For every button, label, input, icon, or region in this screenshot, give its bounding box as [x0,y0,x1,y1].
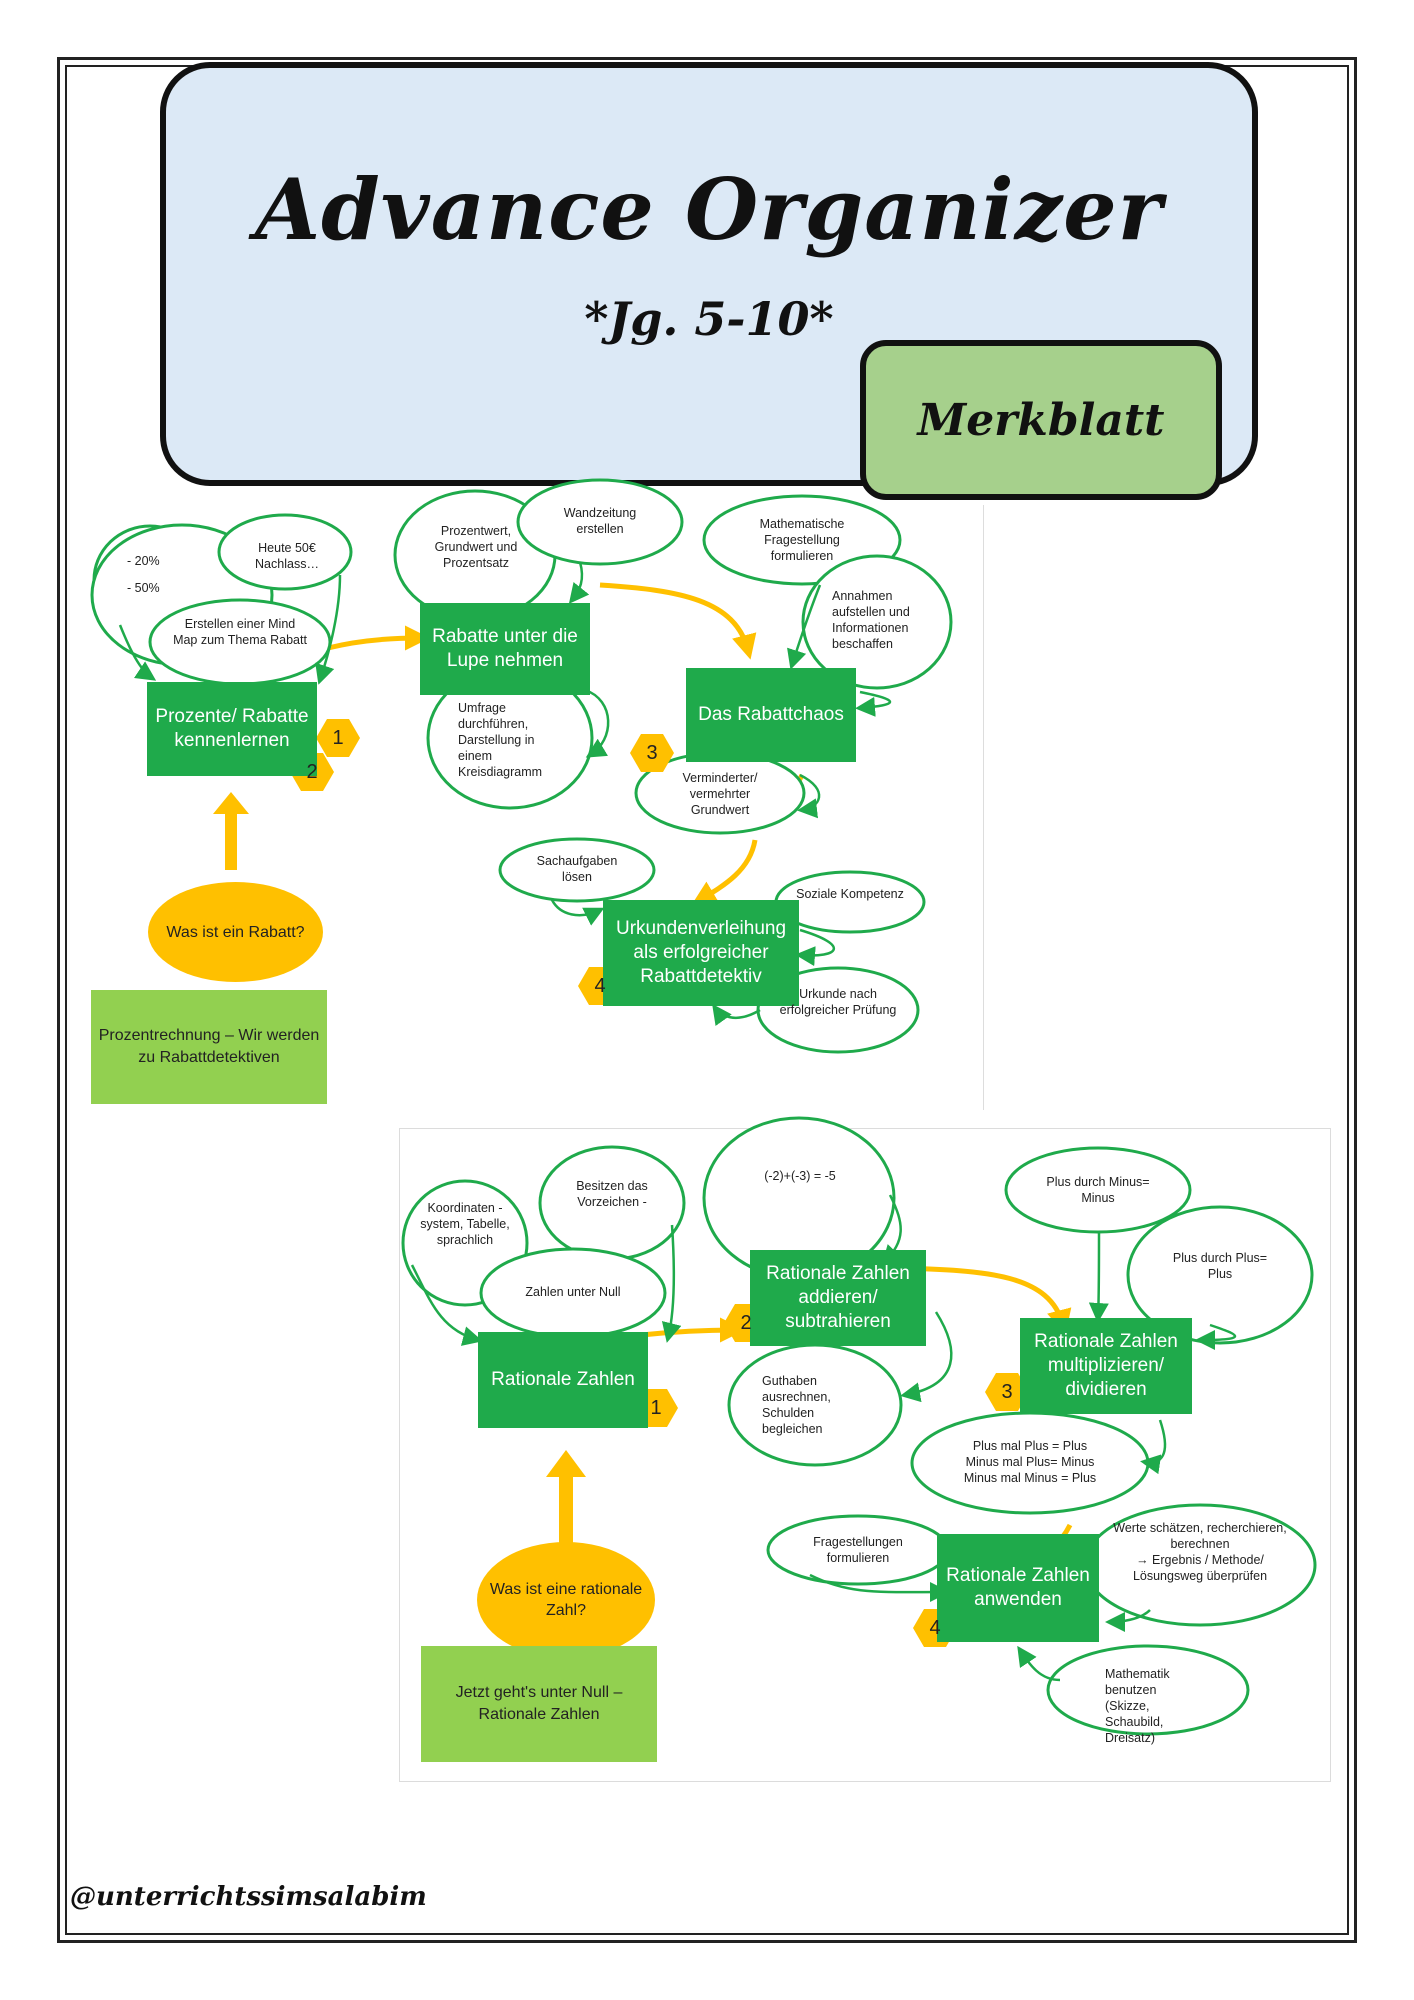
d2-question-arrow [546,1450,586,1545]
d2-theme-box: Jetzt geht's unter Null – Rationale Zahl… [421,1646,657,1762]
d1-bubble-sachaufgaben: Sachaufgaben lösen [536,854,618,884]
d2-bubble-rechnung: (-2)+(-3) = -5 [764,1169,836,1183]
d2-step-4-number: 4 [929,1616,941,1639]
page-border-outer [57,57,1357,1943]
d2-bubble-mal: Plus mal Plus = Plus Minus mal Plus= Min… [963,1439,1097,1485]
merkblatt-badge: Merkblatt [860,340,1222,500]
d1-bubble-grundwert: Verminderter/ vermehrter Grundwert [682,771,758,817]
d2-step-2: Rationale Zahlen addieren/ subtrahieren [750,1250,926,1346]
page-title: Advance Organizer [254,160,1164,259]
d2-step-3: Rationale Zahlen multiplizieren/ dividie… [1020,1318,1192,1414]
d2-bubble-guthaben: Guthaben ausrechnen, Schulden begleichen [762,1374,831,1436]
d1-bubble-annahmen: Annahmen aufstellen und Informationen be… [832,589,910,651]
d1-theme-box: Prozentrechnung – Wir werden zu Rabattde… [91,990,327,1104]
d2-bubble-koordinaten: Koordinaten -system, Tabelle, sprachlich [420,1201,510,1247]
d2-step-2-number: 2 [740,1311,752,1334]
d2-connectors [410,1194,1237,1682]
d1-bubble-umfrage: Umfrage durchführen, Darstellung in eine… [458,701,543,779]
d1-step-4: Urkundenverleihung als erfolgreicher Rab… [603,900,799,1006]
d1-step-1-number: 1 [332,726,344,749]
d1-bubble-heute: Heute 50€ Nachlass… [255,541,319,571]
d1-bubble-soziale: Soziale Kompetenz [796,887,904,901]
d1-question-arrow [213,792,249,870]
d1-step-2: Rabatte unter die Lupe nehmen [420,603,590,695]
d1-connectors [118,561,892,1027]
d1-step-4-number: 4 [594,974,606,997]
d2-bubble-unter-null: Zahlen unter Null [525,1285,621,1299]
d1-bubble-wandzeitung: Wandzeitung erstellen [563,506,637,536]
d2-bubble-plus-plus: Plus durch Plus= Plus [1172,1251,1268,1281]
d2-step-1-number: 1 [650,1396,662,1419]
d1-question: Was ist ein Rabatt? [148,882,323,982]
d2-bubble-werte: Werte schätzen, recherchieren, berechnen… [1113,1521,1287,1583]
d2-bubble-plus-minus: Plus durch Minus= Minus [1046,1175,1150,1205]
d1-step-2-number: 2 [306,760,318,783]
d1-bubble-mindmap: Erstellen einer Mind Map zum Thema Rabat… [173,617,307,647]
footer-credit: @unterrichtssimsalabim [70,1882,427,1912]
d2-bubble-vorzeichen: Besitzen das Vorzeichen - [576,1179,648,1209]
d1-bubble-fragestellung: Mathematische Fragestellung formulieren [759,517,845,563]
d2-question: Was ist eine rationale Zahl? [477,1542,655,1658]
d1-step-1: Prozente/ Rabatte kennenlernen [147,682,317,776]
d1-bubble-prozentwert: Prozentwert, Grundwert und Prozentsatz [434,524,518,570]
d2-step-3-number: 3 [1001,1380,1013,1403]
d1-bubble-50-percent: - 50% [127,581,160,595]
d2-bubble-mathematik: Mathematik benutzen (Skizze, Schaubild, … [1105,1667,1170,1745]
d1-bubble-20-percent: - 20% [127,554,160,568]
d1-bubble-urkunde: Urkunde nach erfolgreicher Prüfung [779,987,897,1017]
page-subtitle: *Jg. 5-10* [584,292,834,346]
d2-step-1: Rationale Zahlen [478,1332,648,1428]
d1-step-3: Das Rabattchaos [686,668,856,762]
d2-bubble-fragestellungen: Fragestellungen formulieren [813,1535,903,1565]
d2-step-4: Rationale Zahlen anwenden [937,1534,1099,1642]
divider-line [983,505,984,1110]
d1-step-3-number: 3 [646,741,658,764]
